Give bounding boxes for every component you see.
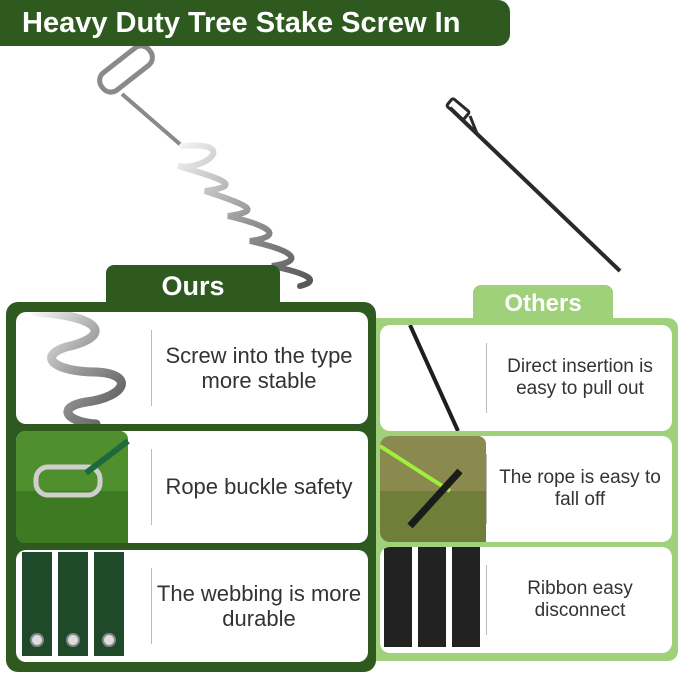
others-item-2-text: The rope is easy to fall off: [499, 467, 661, 510]
ours-card-buckle: Rope buckle safety: [16, 431, 368, 543]
spiral-closeup-thumbnail: [31, 312, 126, 424]
product-illustration: [97, 46, 622, 289]
rope-on-grass-thumbnail: [380, 436, 486, 542]
ours-item-2-text: Rope buckle safety: [165, 474, 353, 500]
spiral-stake-icon: [97, 46, 314, 289]
others-card-ribbon: Ribbon easy disconnect: [380, 547, 672, 653]
buckle-on-grass-thumbnail: [16, 431, 130, 543]
others-item-3-text: Ribbon easy disconnect: [527, 578, 633, 621]
ours-item-1-text: Screw into the type more stable: [165, 342, 353, 393]
straight-stake-icon: [445, 97, 622, 273]
stake-rod-thumbnail: [408, 325, 460, 431]
black-ribbon-thumbnail: [384, 547, 480, 647]
others-label: Others: [473, 285, 613, 323]
others-card-rope: The rope is easy to fall off: [380, 436, 672, 542]
others-card-insertion: Direct insertion is easy to pull out: [380, 325, 672, 431]
ours-item-3-text: The webbing is more durable: [156, 580, 362, 631]
ours-label: Ours: [106, 265, 280, 305]
ours-card-webbing: The webbing is more durable: [16, 550, 368, 662]
others-item-1-text: Direct insertion is easy to pull out: [507, 356, 653, 399]
green-webbing-thumbnail: [22, 552, 124, 656]
ours-card-screw: Screw into the type more stable: [16, 312, 368, 424]
page-title: Heavy Duty Tree Stake Screw In: [0, 0, 510, 46]
